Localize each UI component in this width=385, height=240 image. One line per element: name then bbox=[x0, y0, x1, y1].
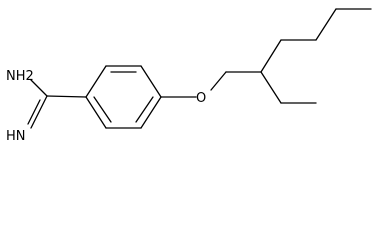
amine-label: NH2 bbox=[6, 69, 34, 84]
bond-branch-to-butyl-1 bbox=[260, 39, 282, 73]
bond-branch-to-ethyl-1 bbox=[260, 71, 282, 104]
ring-bond-4 bbox=[140, 96, 162, 129]
bond-amidine-c-to-nh2 bbox=[30, 79, 48, 97]
ring-inner-double-3 bbox=[93, 96, 112, 123]
bond-amidine-c-to-imine-double bbox=[27, 99, 41, 125]
ring-bond-1 bbox=[85, 65, 107, 98]
bond-amidine-c-to-imine bbox=[30, 95, 48, 129]
ether-oxygen-label: O bbox=[196, 91, 206, 106]
bond-butyl-2-to-butyl-3 bbox=[315, 8, 337, 41]
ring-bond-3 bbox=[140, 65, 162, 98]
bond-amidine-c-to-ring bbox=[46, 95, 87, 98]
bond-oxygen-to-ch2 bbox=[210, 71, 227, 91]
chemical-structure-diagram: NH2 HN O bbox=[6, 8, 372, 144]
ring-bond-6 bbox=[85, 96, 107, 129]
imine-label: HN bbox=[6, 129, 26, 144]
ring-inner-double-2 bbox=[135, 96, 154, 123]
